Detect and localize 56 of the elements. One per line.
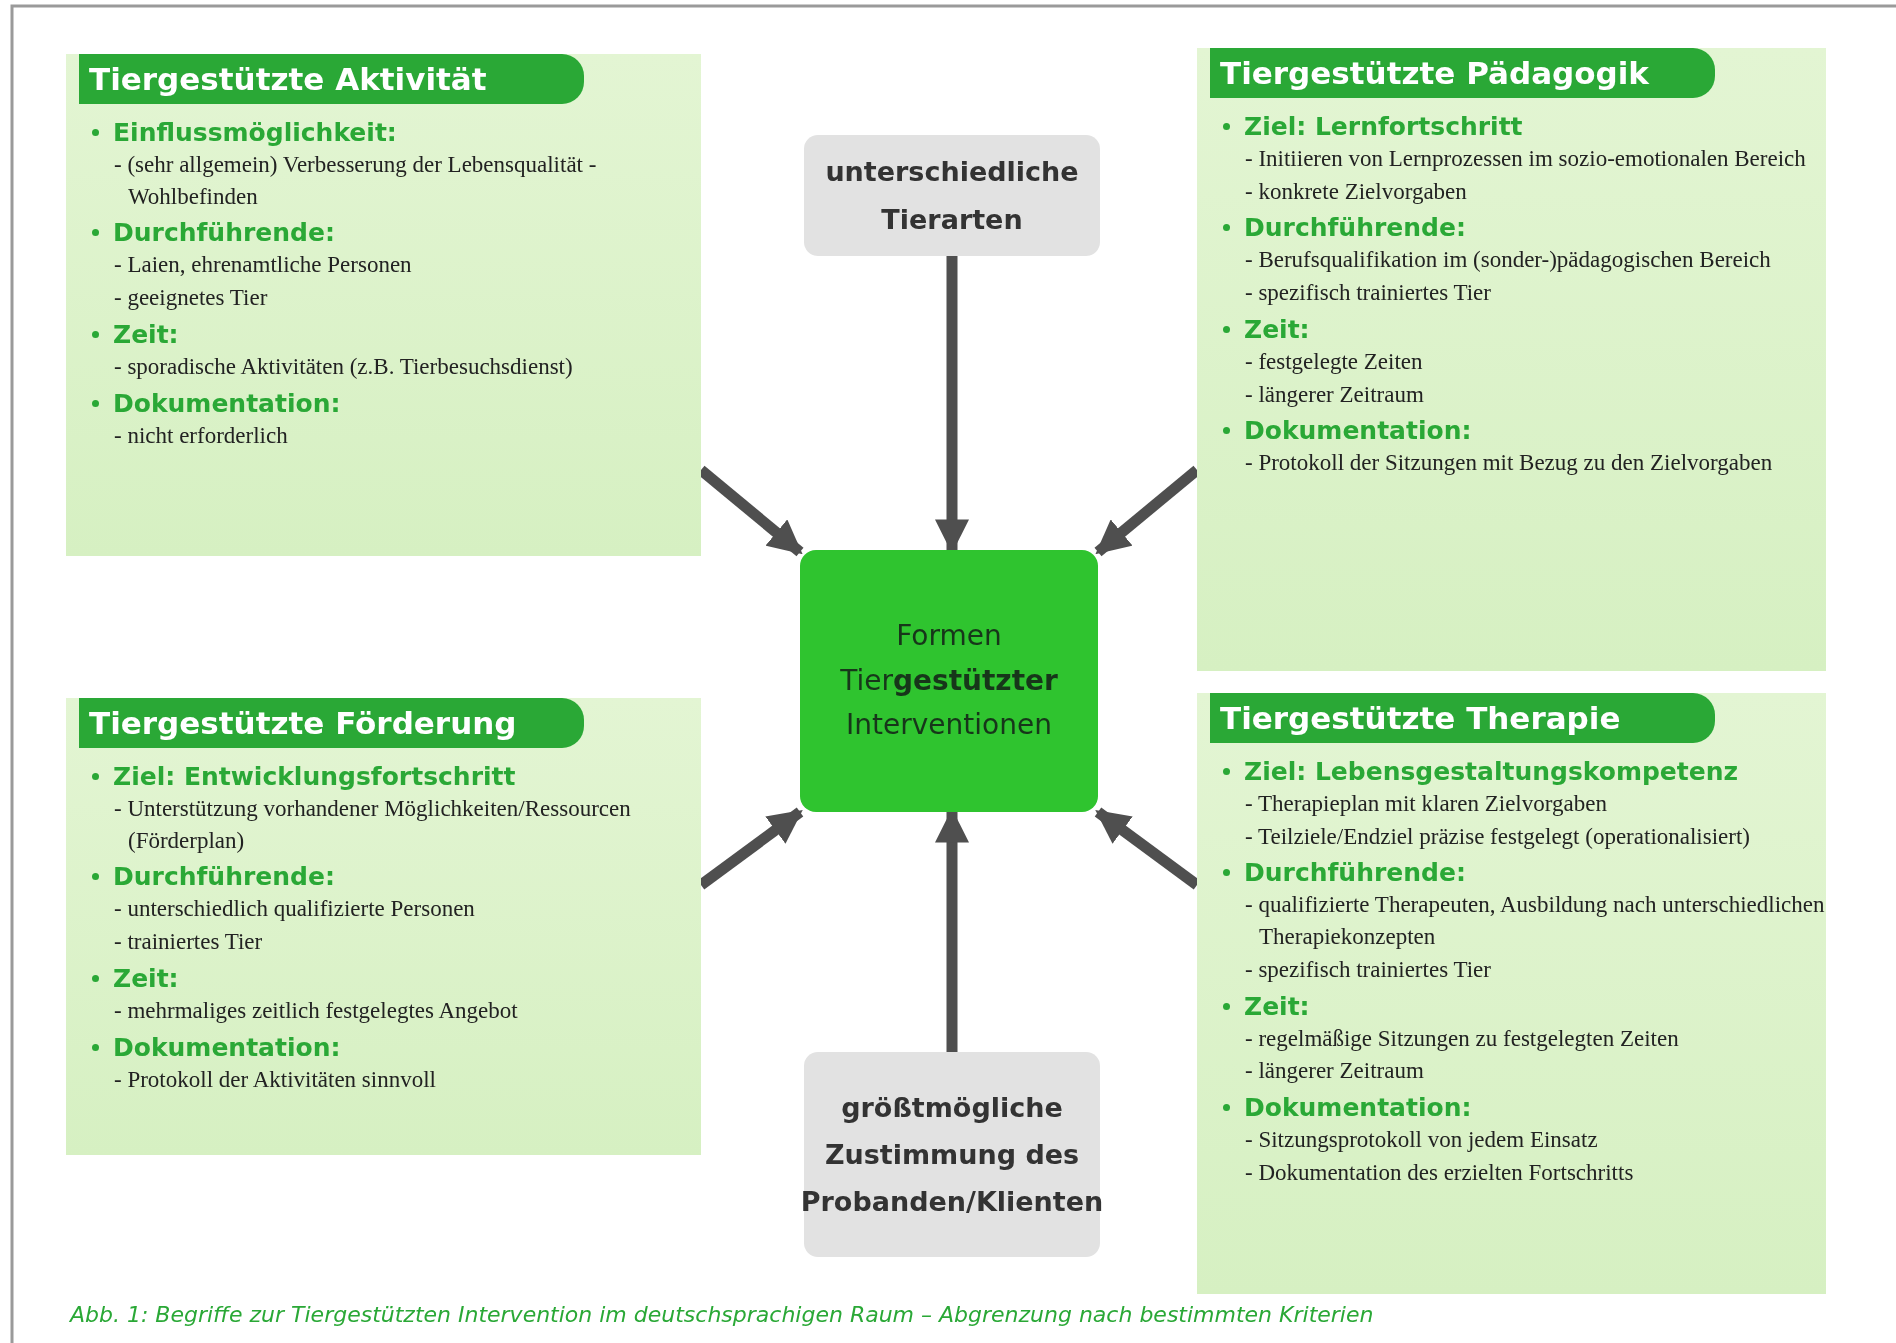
section-heading: Durchführende: [1244,213,1466,243]
section-heading: Dokumentation: [1244,1093,1472,1123]
list-item: - Berufsqualifikation im (sonder-)pädagogischen Bereich [1244,246,1772,275]
list-item: - Protokoll der Sitzungen mit Bezug zu den Zielvorgaben [1244,449,1774,478]
central-box [800,550,1098,812]
info-panel [66,54,701,556]
figure-caption: Abb. 1: Begriffe zur Tiergestützten Intervention im deutschsprachigen Raum – Abgrenzung nach bestimmten Kriterien [70,1302,1374,1327]
panel-heading: Tiergestützte Pädagogik [1210,48,1715,98]
list-item: - festgelegte Zeiten [1244,347,1424,376]
panel-heading: Tiergestützte Förderung [79,698,584,748]
info-panel [1197,48,1826,671]
section-heading: Dokumentation: [1244,416,1472,446]
section-heading: Durchführende: [113,218,335,248]
info-box [804,135,1100,256]
list-item: - nicht erforderlich [113,421,289,450]
list-item: - längerer Zeitraum [1244,380,1425,409]
list-item: - unterschiedlich qualifizierte Personen [113,895,476,924]
list-item: - spezifisch trainiertes Tier [1244,955,1492,984]
list-item: - Initiieren von Lernprozessen im sozio-emotionalen Bereich [1244,145,1807,173]
info-box [804,1052,1100,1257]
list-item: - längerer Zeitraum [1244,1057,1425,1086]
info-panel [1197,693,1826,1294]
section-heading: Ziel: Lernfortschritt [1244,112,1523,141]
panel-heading: Tiergestützte Aktivität [79,54,584,104]
section-heading: Ziel: Lebensgestaltungskompetenz [1244,757,1739,786]
box-text: unterschiedliche Tierarten [825,155,1079,237]
section-heading: Dokumentation: [113,1032,341,1062]
central-title: Formen Tiergestützter Interventionen [839,617,1059,744]
panel-heading: Tiergestützte Therapie [1210,693,1715,743]
list-item: - Protokoll der Aktivitäten sinnvoll [113,1065,437,1094]
list-item: - geeignetes Tier [113,284,269,313]
list-item: - regelmäßige Sitzungen zu festgelegten Zeiten [1244,1024,1680,1053]
section-heading: Durchführende: [1244,858,1466,888]
section-heading: Zeit: [1244,991,1310,1021]
section-heading: Dokumentation: [113,388,341,418]
list-item: - konkrete Zielvorgaben [1244,177,1468,206]
section-heading: Einflussmöglichkeit: [113,118,397,147]
list-item: - (sehr allgemein) Verbesserung der Lebensqualität - Wohlbefinden [113,151,598,211]
list-item: - qualifizierte Therapeuten, Ausbildung nach unterschiedlichen Therapiekonzepten [1244,891,1826,952]
list-item: - Dokumentation des erzielten Fortschritts [1244,1158,1635,1187]
list-item: - Teilziele/Endziel präzise festgelegt (operationalisiert) [1244,822,1751,851]
info-panel [66,698,701,1155]
section-heading: Durchführende: [113,862,335,892]
section-heading: Ziel: Entwicklungsfortschritt [113,762,516,791]
section-heading: Zeit: [113,319,179,349]
section-heading: Zeit: [113,963,179,993]
section-heading: Zeit: [1244,314,1310,344]
list-item: - Laien, ehrenamtliche Personen [113,251,413,280]
list-item: - mehrmaliges zeitlich festgelegtes Angebot [113,996,519,1025]
list-item: - sporadische Aktivitäten (z.B. Tierbesuchsdienst) [113,352,574,381]
list-item: - Therapieplan mit klaren Zielvorgaben [1244,790,1608,818]
list-item: - trainiertes Tier [113,928,264,957]
list-item: - Sitzungsprotokoll von jedem Einsatz [1244,1126,1599,1155]
box-text: größtmögliche Zustimmung des Probanden/Klienten [800,1090,1104,1220]
list-item: - Unterstützung vorhandener Möglichkeiten/Ressourcen (Förderplan) [113,795,632,855]
list-item: - spezifisch trainiertes Tier [1244,279,1492,308]
